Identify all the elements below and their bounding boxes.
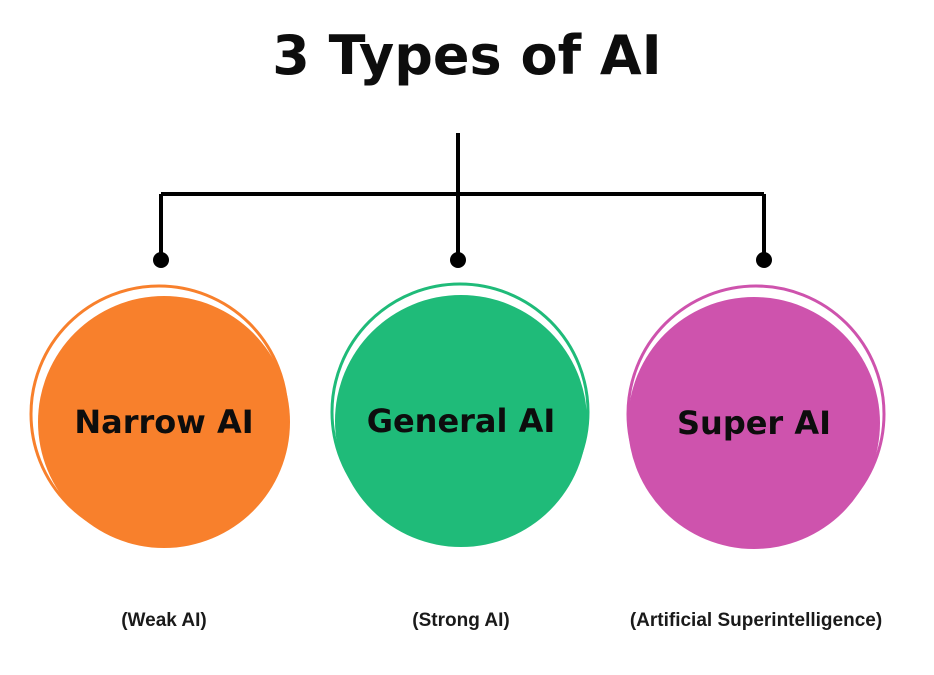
node-label-super-ai: Super AI [676, 404, 832, 442]
connector-lines [159, 133, 766, 253]
node-label-general-ai: General AI [366, 402, 556, 440]
node-label-narrow-ai: Narrow AI [74, 403, 254, 441]
node-super-ai: Super AI [617, 282, 887, 552]
bubble-graphic-general [330, 282, 590, 547]
connector-dots [153, 252, 772, 268]
bubble-graphic-super [626, 284, 886, 549]
diagram-title: 3 Types of AI [272, 24, 662, 87]
node-narrow-ai: Narrow AI [27, 281, 297, 551]
node-sublabel-super-ai: (Artificial Superintelligence) [629, 610, 883, 631]
bubble-fill [38, 296, 290, 548]
bubble-fill [628, 297, 880, 549]
node-sublabel-narrow-ai: (Weak AI) [121, 610, 207, 631]
bubble-fill [335, 295, 587, 547]
node-general-ai: General AI [324, 280, 594, 550]
node-sublabel-general-ai: (Strong AI) [412, 610, 510, 631]
connector-dot-center [450, 252, 466, 268]
bubble-graphic-narrow [29, 284, 290, 548]
connector-dot-right [756, 252, 772, 268]
connector-dot-left [153, 252, 169, 268]
